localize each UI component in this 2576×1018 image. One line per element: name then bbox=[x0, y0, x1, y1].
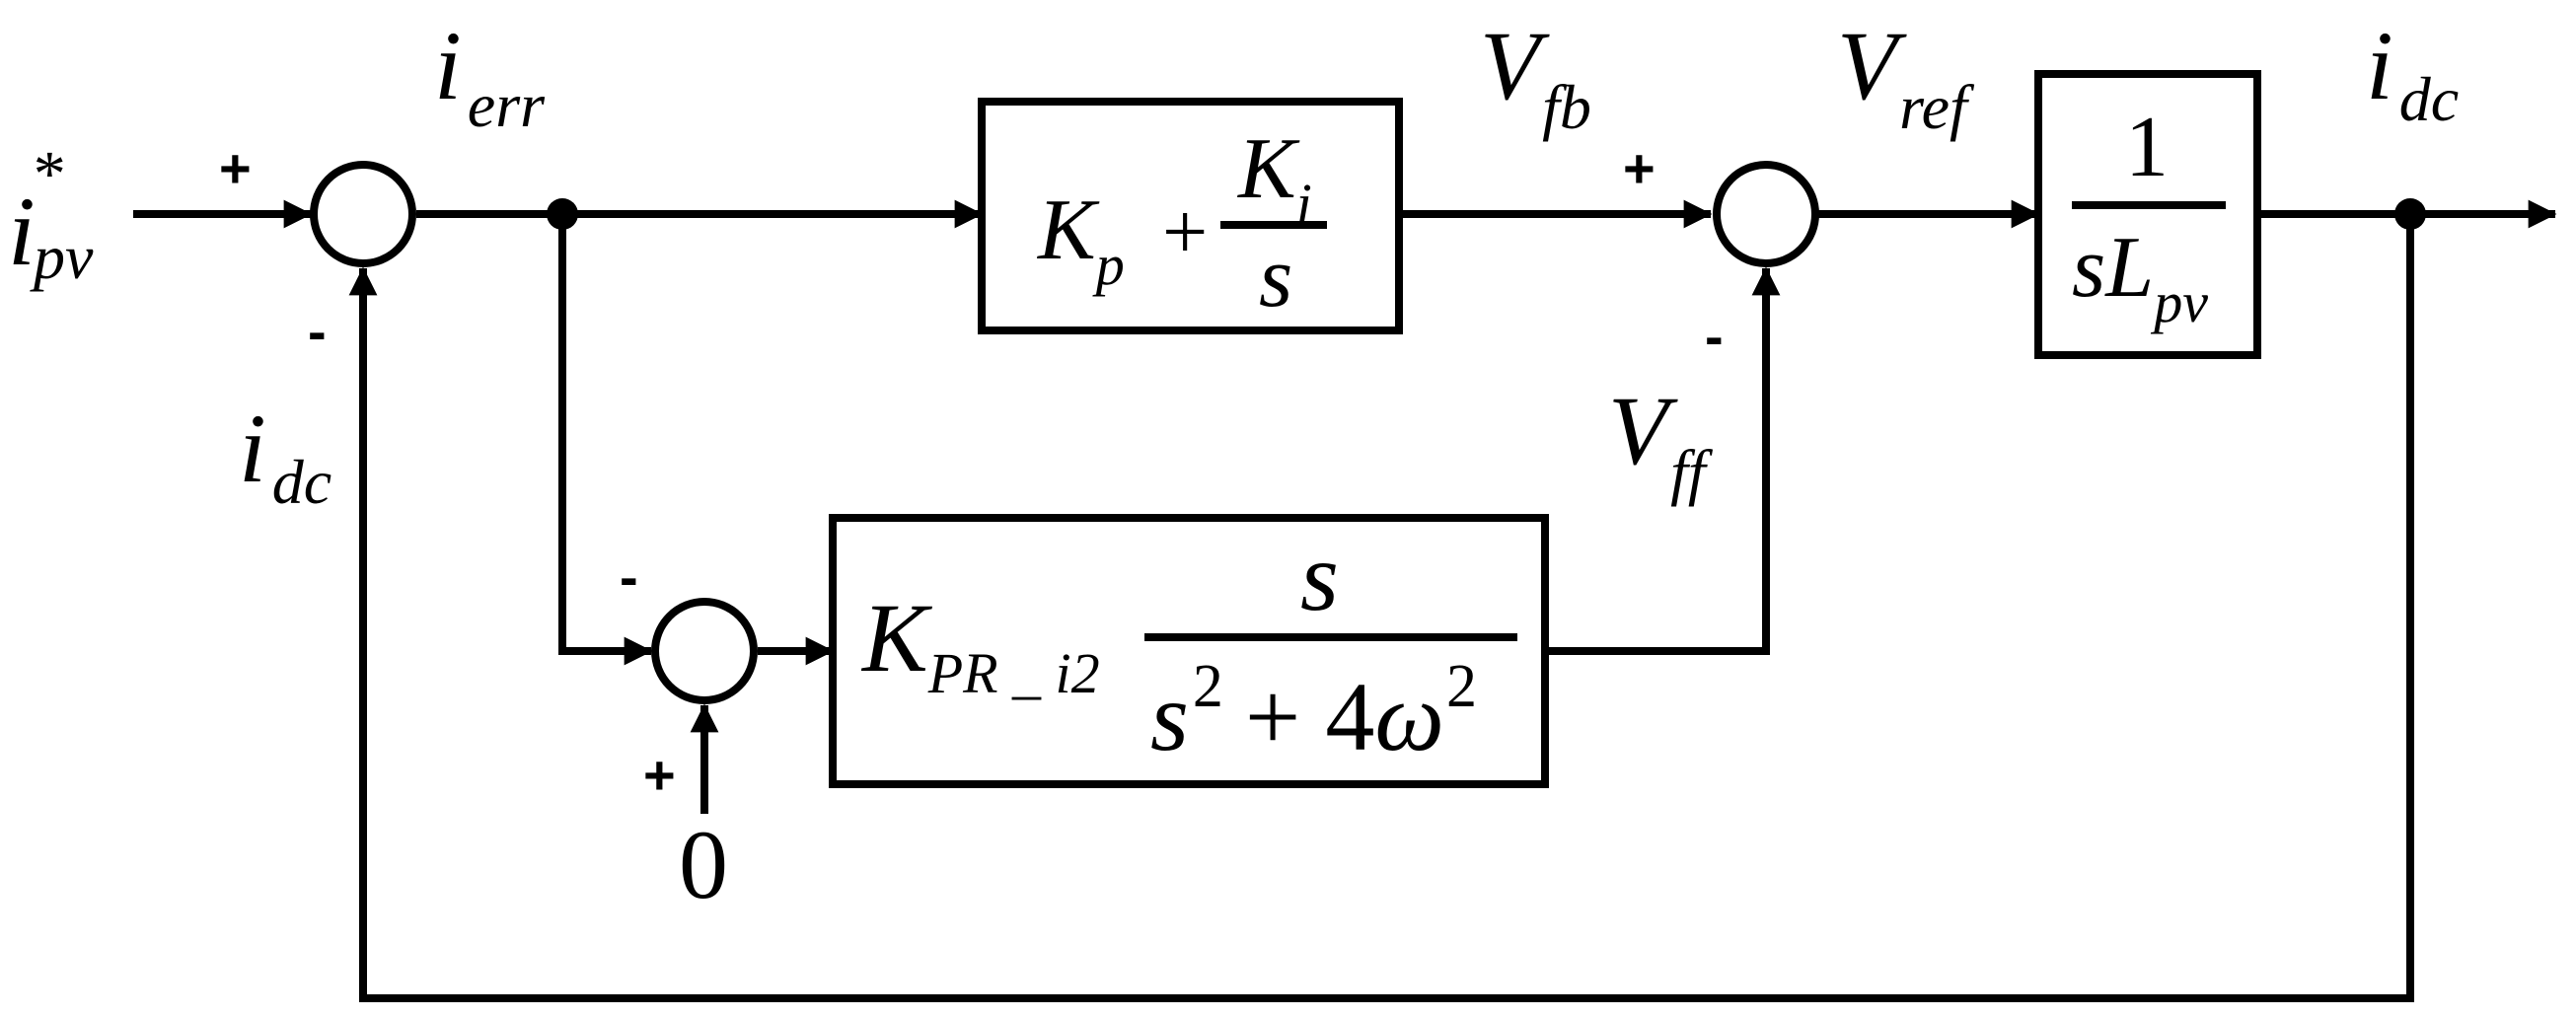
plant-denominator: sLpv bbox=[2072, 220, 2208, 334]
pi-kp: Kp bbox=[1036, 182, 1125, 297]
sum-junction-vref bbox=[1713, 161, 1819, 267]
label-vref: Vref bbox=[1837, 11, 1975, 142]
sign-sum3-plus: + bbox=[643, 744, 676, 806]
label-ipv-ref: i*pv bbox=[8, 138, 94, 292]
pi-plus: + bbox=[1162, 186, 1208, 276]
sign-sum3-minus: - bbox=[620, 545, 638, 608]
plant-numerator: 1 bbox=[2125, 100, 2169, 195]
sign-sum1-minus: - bbox=[308, 300, 327, 362]
wire-vff bbox=[1545, 266, 1781, 655]
label-idc-output: idc bbox=[2366, 11, 2459, 134]
sign-sum1-plus: + bbox=[219, 137, 252, 199]
sum-junction-error bbox=[310, 161, 416, 267]
wire-feedback bbox=[348, 214, 2414, 1002]
pr-controller-block bbox=[829, 514, 1549, 788]
sum-junction-pr bbox=[651, 598, 758, 704]
sign-sum2-plus: + bbox=[1623, 137, 1656, 199]
branch-dot-idc bbox=[2394, 198, 2426, 230]
pi-controller-block bbox=[978, 98, 1403, 334]
label-vfb: Vfb bbox=[1480, 11, 1591, 142]
pi-ki: Ki bbox=[1236, 121, 1312, 236]
pr-denominator: s2+ 4ω2 bbox=[1150, 653, 1477, 771]
label-ierr: ierr bbox=[434, 11, 546, 140]
branch-dot-ierr bbox=[547, 198, 578, 230]
label-vff: Vff bbox=[1608, 376, 1714, 507]
pr-numerator: s bbox=[1300, 522, 1339, 631]
label-zero-input: 0 bbox=[679, 810, 728, 919]
label-idc-feedback: idc bbox=[239, 394, 331, 517]
wire-ierr-branch bbox=[558, 214, 653, 666]
sign-sum2-minus: - bbox=[1705, 305, 1724, 367]
plant-block bbox=[2034, 70, 2261, 359]
pr-gain: KPR _ i2 bbox=[860, 583, 1100, 705]
pi-denominator-s: s bbox=[1259, 230, 1292, 326]
